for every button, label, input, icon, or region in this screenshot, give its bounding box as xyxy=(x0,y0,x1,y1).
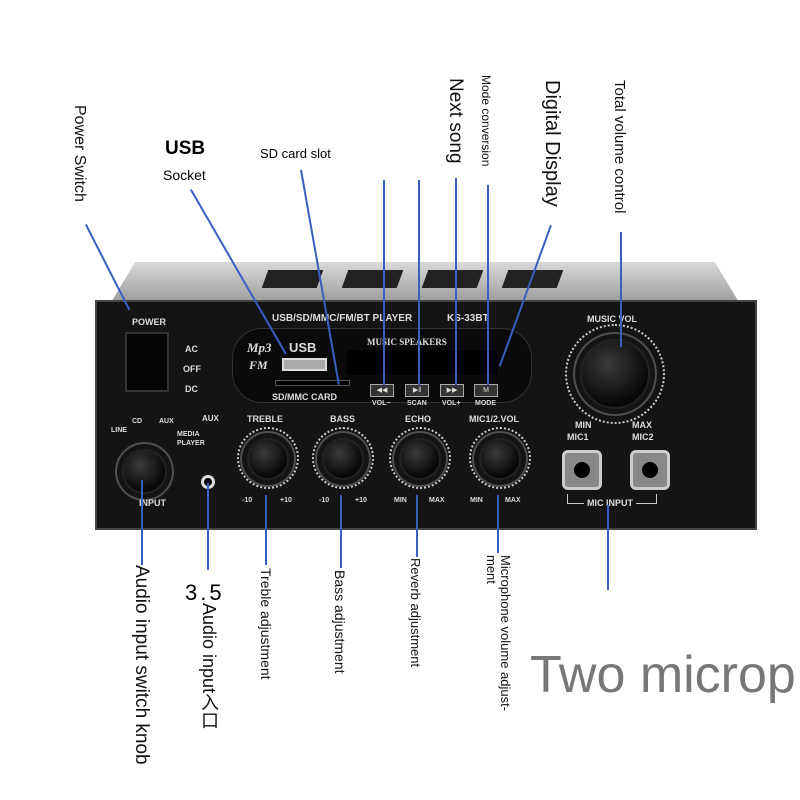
min-label: -10 xyxy=(242,497,253,504)
mic-volume-annotation: Microphone volume adjust- xyxy=(498,555,513,712)
max-label: +10 xyxy=(355,497,367,504)
leader-line xyxy=(383,180,385,385)
mic1-jack[interactable] xyxy=(562,450,602,490)
mic-input-label: MIC INPUT xyxy=(584,498,636,508)
usb-annotation: USB xyxy=(165,138,206,159)
sd-card-slot-annotation: SD card slot xyxy=(260,146,331,161)
bass-label: BASS xyxy=(330,414,356,424)
scale-dots xyxy=(312,427,374,489)
off-label: OFF xyxy=(183,364,201,374)
fm-logo: FM xyxy=(249,358,268,372)
audio-input-annotation: Audio input入口 xyxy=(199,603,219,730)
scale-dots xyxy=(237,427,299,489)
ac-label: AC xyxy=(185,344,198,354)
leader-line xyxy=(487,185,489,385)
leader-line xyxy=(416,495,418,557)
two-microphones-annotation: Two microp xyxy=(530,646,796,704)
mic-volume-annotation-cont: ment xyxy=(484,555,499,584)
sd-card-label: SD/MMC CARD xyxy=(272,392,337,402)
min-label: -10 xyxy=(319,497,330,504)
power-label: POWER xyxy=(132,317,167,327)
leader-line xyxy=(85,224,131,311)
mic-volume-knob[interactable] xyxy=(479,438,521,480)
leader-line xyxy=(607,505,609,590)
mp3-logo: Mp3 xyxy=(247,340,272,355)
scale-dots xyxy=(389,427,451,489)
max-label: MAX xyxy=(429,497,445,504)
mic-vol-label: MIC1/2.VOL xyxy=(469,414,520,424)
socket-annotation: Socket xyxy=(163,167,206,183)
vol-minus-label: VOL− xyxy=(372,400,391,407)
audio-switch-annotation: Audio input switch knob xyxy=(131,565,152,765)
digital-display xyxy=(347,350,497,375)
leader-line xyxy=(141,480,143,565)
scale-dots xyxy=(565,324,665,424)
max-label: MAX xyxy=(632,420,652,430)
usb-label: USB xyxy=(289,340,317,355)
vent-slot xyxy=(341,270,404,288)
max-label: MAX xyxy=(505,497,521,504)
min-label: MIN xyxy=(394,497,407,504)
echo-label: ECHO xyxy=(405,414,432,424)
amplifier-front-panel: POWER AC OFF DC USB/SD/MMC/FM/BT PLAYER … xyxy=(95,300,757,530)
vent-slot xyxy=(261,270,324,288)
sd-card-slot[interactable] xyxy=(275,380,350,386)
leader-line xyxy=(418,180,420,385)
scale-dots xyxy=(469,427,531,489)
vent-slot xyxy=(421,270,484,288)
treble-knob[interactable] xyxy=(247,438,289,480)
bass-annotation: Bass adjustment xyxy=(332,570,348,674)
mic1-label: MIC1 xyxy=(567,432,589,442)
treble-annotation: Treble adjustment xyxy=(258,568,274,680)
power-switch[interactable] xyxy=(125,332,169,392)
music-speakers-label: MUSIC SPEAKERS xyxy=(367,337,447,347)
aux-label: AUX xyxy=(159,418,174,425)
leader-line xyxy=(265,495,267,565)
leader-line xyxy=(455,178,457,385)
bass-knob[interactable] xyxy=(322,438,364,480)
leader-line xyxy=(207,483,209,570)
usb-socket[interactable] xyxy=(282,358,327,371)
reverb-annotation: Reverb adjustment xyxy=(408,558,423,668)
total-volume-annotation: Total volume control xyxy=(611,80,628,214)
dc-label: DC xyxy=(185,384,198,394)
input-label: INPUT xyxy=(139,498,166,508)
echo-knob[interactable] xyxy=(399,438,441,480)
mode-label: MODE xyxy=(475,400,496,407)
max-label: +10 xyxy=(280,497,292,504)
leader-line xyxy=(620,232,622,347)
treble-label: TREBLE xyxy=(247,414,283,424)
vol-plus-label: VOL+ xyxy=(442,400,461,407)
next-button[interactable]: ▶▶ xyxy=(440,384,464,397)
next-song-annotation: Next song xyxy=(445,78,466,164)
mic2-label: MIC2 xyxy=(632,432,654,442)
min-label: MIN xyxy=(470,497,483,504)
mic2-jack[interactable] xyxy=(630,450,670,490)
music-vol-label: MUSIC VOL xyxy=(587,314,638,324)
line-label: LINE xyxy=(111,427,127,434)
leader-line xyxy=(340,495,342,568)
digital-display-annotation: Digital Display xyxy=(541,80,563,207)
power-switch-annotation: Power Switch xyxy=(71,105,88,202)
player-label: USB/SD/MMC/FM/BT PLAYER xyxy=(272,313,413,324)
cd-label: CD xyxy=(132,418,143,425)
media-player-label: MEDIA PLAYER xyxy=(177,431,205,447)
model-label: KS-33BT xyxy=(447,313,489,324)
min-label: MIN xyxy=(575,420,592,430)
input-selector-knob[interactable] xyxy=(122,449,167,494)
size-35-annotation: 3.5 xyxy=(185,580,225,605)
prev-button[interactable]: ◀◀ xyxy=(370,384,394,397)
music-volume-knob[interactable] xyxy=(580,339,650,409)
scan-button[interactable]: ▶‖ xyxy=(405,384,429,397)
aux-jack-label: AUX xyxy=(202,414,219,423)
mode-button[interactable]: M xyxy=(474,384,498,397)
scan-label: SCAN xyxy=(407,400,427,407)
mode-conversion-annotation: Mode conversion xyxy=(479,75,493,167)
leader-line xyxy=(497,495,499,553)
